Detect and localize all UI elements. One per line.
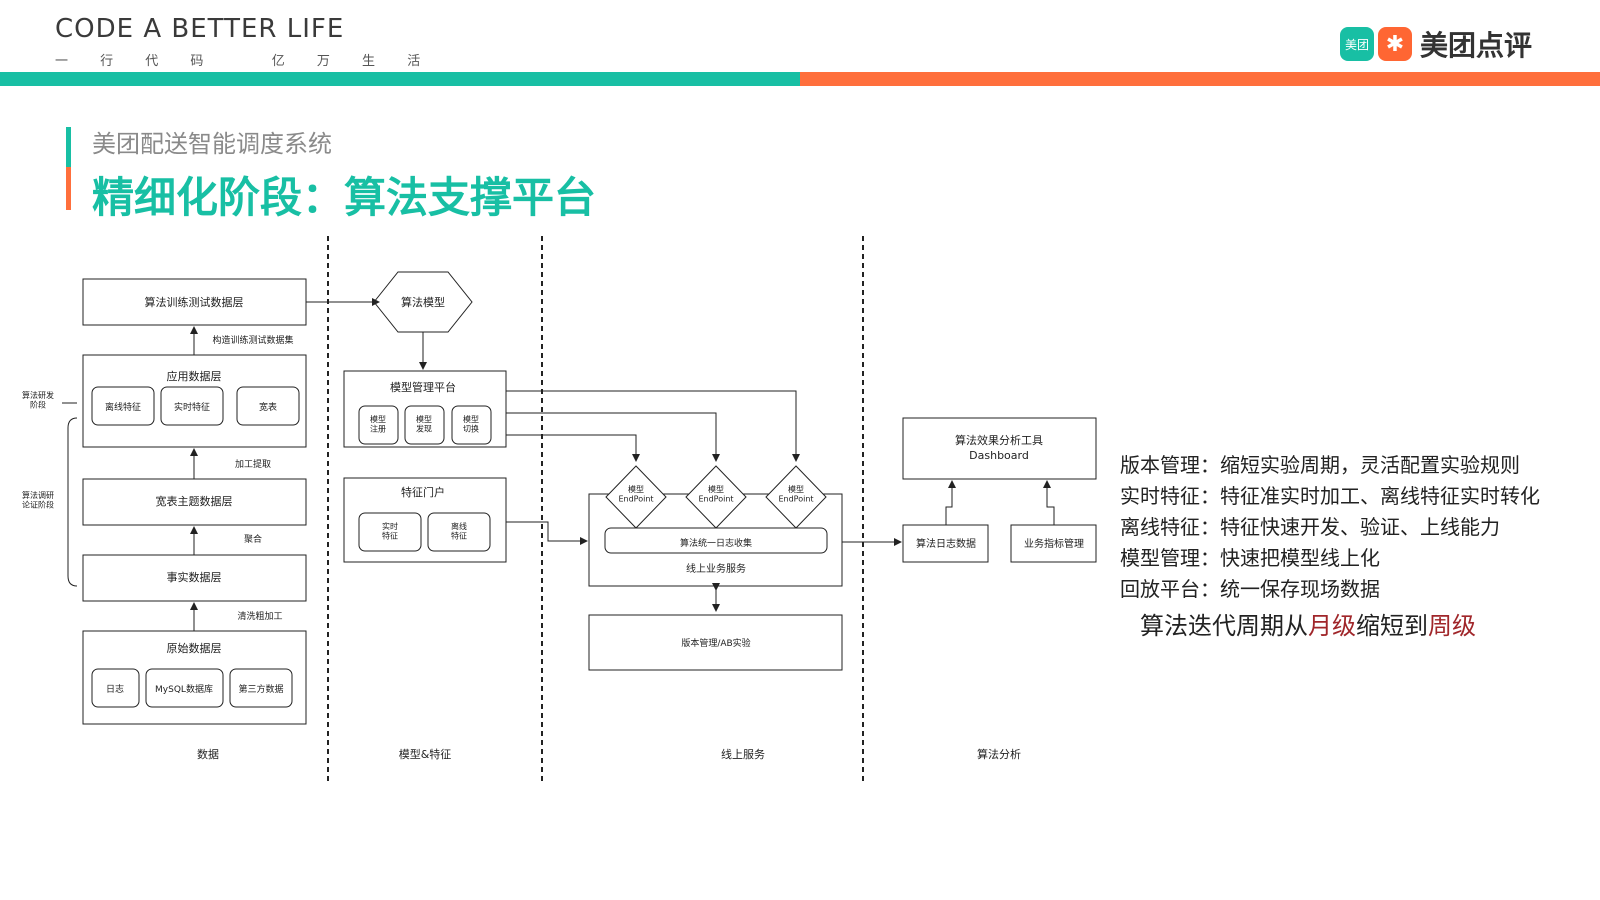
off-feature-box (427, 512, 491, 552)
analysis-tool-label: 算法效果分析工具 (955, 433, 1043, 447)
title-accent-green (66, 127, 71, 167)
logo-text: 美团点评 (1419, 29, 1532, 62)
column-label-data: 数据 (197, 747, 219, 761)
offline-feature-label: 离线特征 (105, 401, 141, 413)
mysql-box (145, 668, 224, 708)
title-accent-orange (66, 167, 71, 210)
feature-list: 版本管理：缩短实验周期，灵活配置实验规则 实时特征：特征准实时加工、离线特征实时… (1120, 450, 1590, 605)
online-service-label: 线上业务服务 (686, 562, 746, 575)
offline-feature-box (91, 386, 155, 426)
feature-item: 回放平台：统一保存现场数据 (1120, 577, 1380, 601)
feature-portal-box (343, 477, 507, 563)
stage-research-label: 算法研发阶段 (22, 390, 54, 410)
ab-test-label: 版本管理/AB实验 (681, 637, 750, 649)
stage-investigate-label: 算法调研论证阶段 (22, 490, 54, 510)
mysql-label: MySQL数据库 (155, 683, 213, 695)
header-bar-green (0, 72, 800, 86)
feature-item: 离线特征：特征快速开发、验证、上线能力 (1120, 515, 1500, 539)
third-party-label: 第三方数据 (238, 683, 283, 695)
rt-feature-box (358, 512, 422, 552)
fact-data-label: 事实数据层 (167, 570, 222, 584)
algo-model-hexagon (373, 271, 473, 333)
feature-item: 模型管理：快速把模型线上化 (1120, 546, 1380, 570)
slide-title: 精细化阶段：算法支撑平台 (92, 173, 597, 222)
feature-portal-label: 特征门户 (401, 485, 445, 499)
app-data-box (82, 354, 307, 448)
model-discover-label: 模型发现 (416, 414, 432, 434)
brand-slogan-en: CODE A BETTER LIFE (55, 14, 345, 44)
raw-data-label: 原始数据层 (167, 641, 222, 655)
analysis-tool-box (902, 417, 1097, 480)
app-data-label: 应用数据层 (167, 369, 222, 383)
log-label: 日志 (106, 683, 124, 695)
model-register-box (358, 405, 399, 445)
model-register-label: 模型注册 (370, 414, 386, 434)
biz-metric-label: 业务指标管理 (1024, 537, 1084, 550)
realtime-feature-box (160, 386, 224, 426)
off-feature-label: 离线特征 (451, 521, 467, 541)
column-label-model: 模型&特征 (399, 747, 452, 761)
model-discover-box (404, 405, 445, 445)
edge-aggregate-label: 聚合 (244, 533, 262, 545)
slide-subtitle: 美团配送智能调度系统 (92, 130, 332, 158)
edge-extract-label: 加工提取 (235, 459, 271, 470)
brand-slogan-cn: 一 行 代 码 亿 万 生 活 (55, 54, 435, 69)
summary-statement: 算法迭代周期从月级缩短到周级 (1140, 606, 1476, 641)
ab-test-box (588, 614, 843, 671)
header-bar-orange (800, 72, 1600, 86)
feature-item: 版本管理：缩短实验周期，灵活配置实验规则 (1120, 453, 1520, 477)
model-switch-label: 模型切换 (463, 414, 479, 434)
model-mgmt-label: 模型管理平台 (390, 380, 456, 394)
rt-feature-label: 实时特征 (382, 521, 398, 541)
column-label-analysis: 算法分析 (977, 747, 1021, 761)
train-data-label: 算法训练测试数据层 (145, 295, 244, 309)
edge-clean-label: 清洗粗加工 (237, 610, 282, 622)
wide-table-label: 宽表 (259, 401, 277, 413)
summary-part: 缩短到 (1356, 612, 1428, 640)
algo-log-label: 算法日志数据 (916, 537, 976, 550)
wide-table-box (236, 386, 300, 426)
meituan-logo-icon: 美团 (1339, 27, 1374, 61)
wide-topic-label: 宽表主题数据层 (156, 494, 233, 508)
log-box (91, 668, 140, 708)
algo-model-label: 算法模型 (401, 295, 445, 309)
third-party-box (229, 668, 293, 708)
dashboard-label: Dashboard (969, 449, 1029, 462)
model-switch-box (451, 405, 492, 445)
summary-highlight: 月级 (1308, 612, 1356, 640)
feature-item: 实时特征：特征准实时加工、离线特征实时转化 (1120, 484, 1540, 508)
realtime-feature-label: 实时特征 (174, 401, 210, 413)
summary-part: 算法迭代周期从 (1140, 612, 1308, 640)
column-label-online: 线上服务 (721, 747, 765, 761)
summary-highlight: 周级 (1428, 612, 1476, 640)
model-mgmt-box (343, 370, 507, 448)
dianping-logo-icon: ✱ (1377, 27, 1412, 61)
edge-build-label: 构造训练测试数据集 (212, 334, 293, 346)
log-collect-box (604, 527, 828, 554)
company-logo: 美团 ✱ 美团点评 (1339, 24, 1532, 64)
log-collect-label: 算法统一日志收集 (680, 537, 752, 549)
